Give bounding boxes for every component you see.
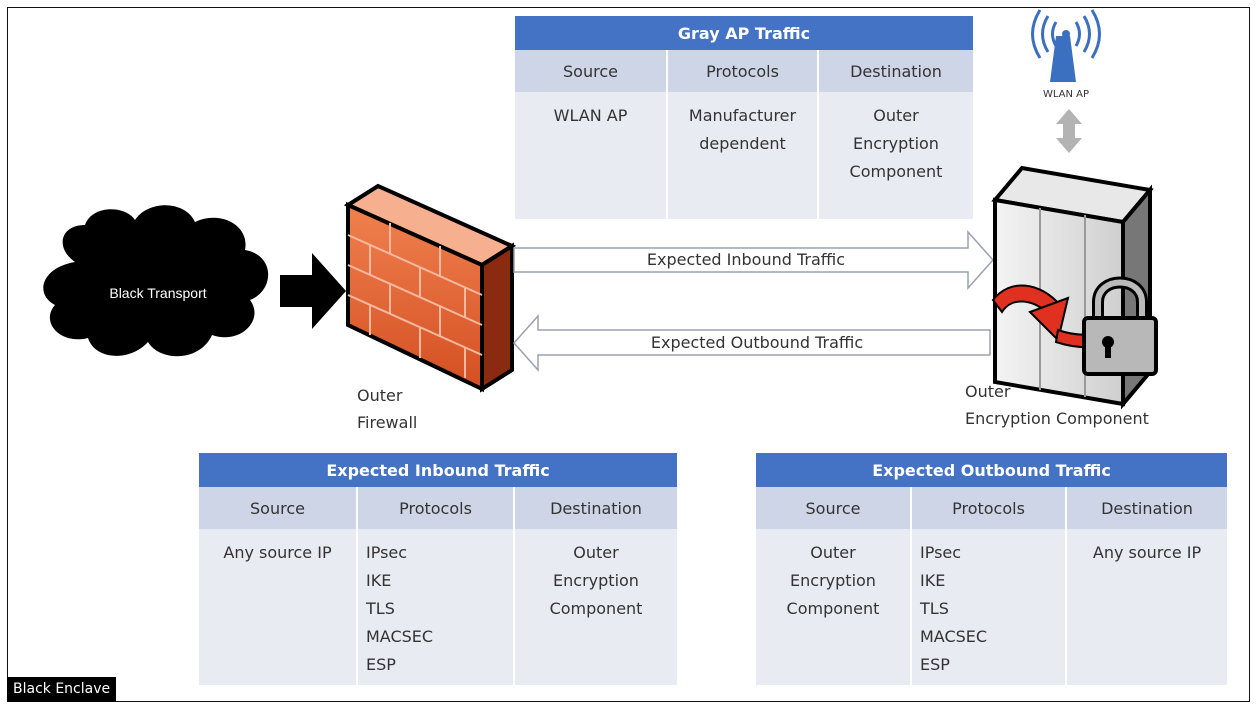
table-row: Outer Encryption Component IPsec IKE TLS… (756, 529, 1228, 685)
header-protocols: Protocols (910, 487, 1066, 529)
header-destination: Destination (1064, 487, 1228, 529)
firewall-label: Outer Firewall (357, 386, 418, 432)
lock-icon (1082, 276, 1158, 376)
inbound-traffic-table: Expected Inbound Traffic Source Protocol… (199, 453, 678, 685)
outbound-arrow (512, 314, 991, 372)
cell-source: Outer Encryption Component (756, 529, 911, 685)
cell-destination: Outer Encryption Component (817, 92, 973, 219)
outbound-arrow-label: Expected Outbound Traffic (651, 333, 863, 352)
transport-arrow (280, 253, 346, 329)
outbound-traffic-table: Expected Outbound Traffic Source Protoco… (756, 453, 1228, 685)
wlan-ap-label: WLAN AP (1043, 89, 1089, 100)
inbound-arrow (513, 230, 995, 290)
header-source: Source (515, 50, 667, 92)
cell-destination: Any source IP (1064, 529, 1228, 685)
header-protocols: Protocols (666, 50, 818, 92)
wlan-ap-icon (1031, 9, 1101, 82)
cell-source: Any source IP (199, 529, 357, 685)
cell-source: WLAN AP (515, 92, 667, 219)
table-header-row: Source Protocols Destination (515, 50, 973, 92)
cell-protocols: IPsec IKE TLS MACSEC ESP (910, 529, 1066, 685)
cloud-icon (43, 205, 269, 357)
table-header-row: Source Protocols Destination (199, 487, 678, 529)
encryption-component-label: Outer Encryption Component (965, 382, 1149, 428)
cell-destination: Outer Encryption Component (512, 529, 678, 685)
table-title: Expected Outbound Traffic (756, 453, 1228, 487)
table-title: Gray AP Traffic (515, 16, 973, 50)
cell-protocols: Manufacturer dependent (666, 92, 818, 219)
header-destination: Destination (512, 487, 678, 529)
inbound-arrow-label: Expected Inbound Traffic (647, 250, 845, 269)
wlan-link-arrow (1056, 109, 1082, 153)
table-title: Expected Inbound Traffic (199, 453, 678, 487)
cloud-label: Black Transport (109, 285, 206, 301)
cell-protocols: IPsec IKE TLS MACSEC ESP (356, 529, 514, 685)
header-protocols: Protocols (356, 487, 514, 529)
firewall-icon (343, 183, 517, 393)
gray-ap-traffic-table: Gray AP Traffic Source Protocols Destina… (515, 16, 973, 219)
header-source: Source (756, 487, 911, 529)
black-enclave-label: Black Enclave (7, 677, 117, 702)
table-header-row: Source Protocols Destination (756, 487, 1228, 529)
diagram-frame (7, 7, 1250, 702)
table-row: WLAN AP Manufacturer dependent Outer Enc… (515, 92, 973, 219)
header-destination: Destination (817, 50, 973, 92)
header-source: Source (199, 487, 357, 529)
table-row: Any source IP IPsec IKE TLS MACSEC ESP O… (199, 529, 678, 685)
